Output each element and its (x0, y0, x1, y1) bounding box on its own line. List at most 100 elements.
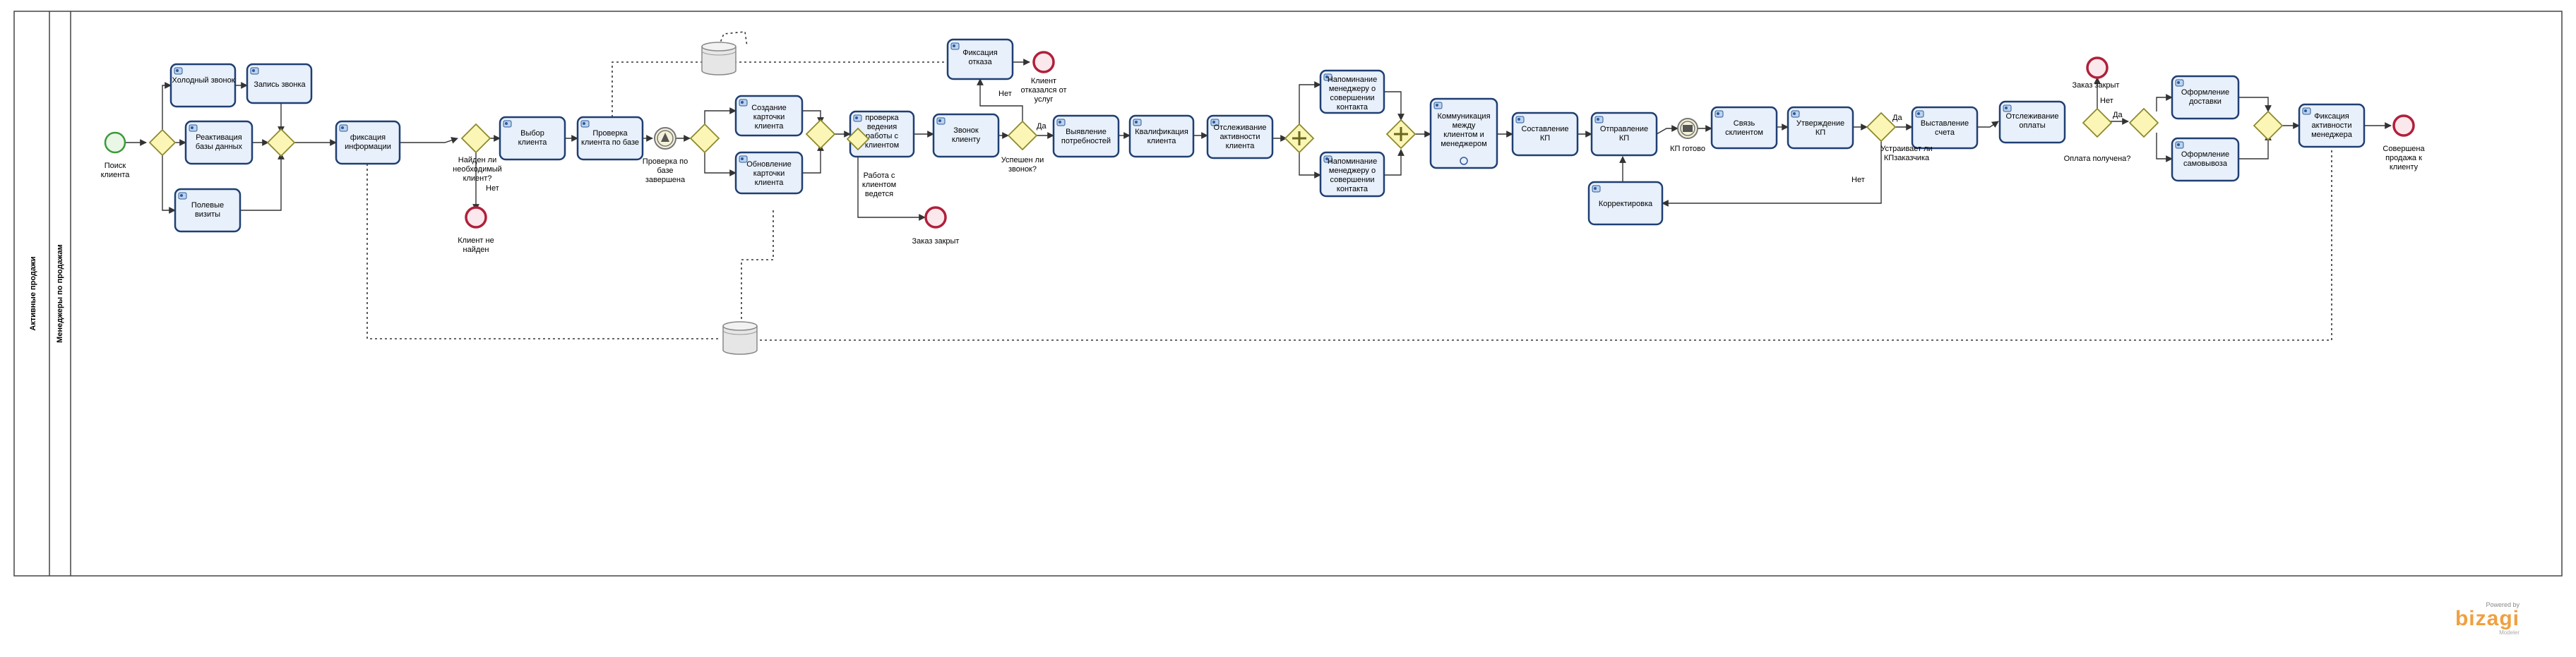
intermediate-event-check-done[interactable] (654, 127, 676, 150)
end-event-closed-1[interactable] (924, 206, 947, 229)
kp-ready-label: КП готово (1670, 145, 1705, 153)
paid-q-label: Оплата получена? (2064, 155, 2131, 163)
task-record-call-label: Запись звонка (254, 80, 306, 89)
gateway-work[interactable] (846, 127, 870, 151)
flow-label-yes-1: Да (1037, 122, 1046, 131)
datastore-bottom (722, 321, 758, 355)
end-event-closed-2[interactable] (2086, 56, 2109, 79)
bizagi-brand: Powered by bizagi Modeler (2455, 601, 2520, 636)
gateway-success[interactable] (1007, 120, 1038, 151)
task-cold-call-label: Холодный звонок (172, 76, 235, 85)
end-event-sale-done[interactable] (2392, 114, 2415, 137)
flow-label-yes-2: Да (1892, 114, 1902, 122)
flow-label-no-3: Нет (1852, 176, 1865, 184)
end-event-refused[interactable] (1032, 51, 1055, 73)
intermediate-event-kp-ready[interactable] (1677, 118, 1698, 139)
gateway-delivery-join[interactable] (2253, 110, 2284, 141)
gateway-found[interactable] (460, 123, 491, 154)
brand-logo: bizagi (2455, 607, 2520, 630)
gateway-kp-ok[interactable] (1866, 111, 1897, 143)
flow-label-no-2: Нет (998, 90, 1012, 98)
gateway-paid[interactable] (2082, 107, 2113, 138)
gateway-parallel-join[interactable] (1385, 119, 1417, 150)
brand-powered: Powered by (2486, 601, 2520, 608)
task-cold-call[interactable]: Холодный звонок (169, 63, 237, 108)
gateway-delivery-split[interactable] (2128, 107, 2159, 138)
end-event-not-found[interactable] (465, 206, 487, 229)
gateway-merge-sources[interactable] (266, 128, 296, 157)
task-record-call[interactable]: Запись звонка (246, 63, 313, 104)
start-event[interactable] (104, 131, 126, 154)
lane-label: Менеджеры по продажам (56, 244, 64, 343)
brand-modeler: Modeler (2499, 629, 2520, 636)
flow-label-no-4: Нет (2100, 97, 2113, 105)
gateway-split-start[interactable] (148, 128, 177, 157)
gateway-db-result[interactable] (689, 123, 720, 154)
task-correction[interactable]: Корректировка (1587, 181, 1664, 226)
gateway-card-merge[interactable] (805, 119, 836, 150)
gateway-parallel-split[interactable] (1284, 123, 1315, 154)
associations (366, 31, 2332, 341)
flow-label-yes-3: Да (2113, 111, 2123, 119)
closed-1-label: Заказ закрыт (912, 237, 960, 246)
loop-icon (1460, 157, 1468, 165)
message-icon (1683, 125, 1693, 132)
pool: Активные продажи Менеджеры по продажам (13, 11, 2563, 577)
